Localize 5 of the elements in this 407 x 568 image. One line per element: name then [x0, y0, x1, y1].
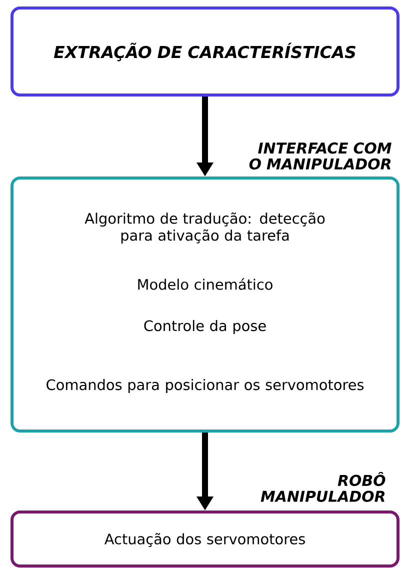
process-box: Algoritmo de tradução: detecção para ativação da tarefa Modelo cinemático Controle da pose Comandos para posicionar os servomotores [10, 176, 400, 432]
process-box: Actuação dos servomotores [10, 510, 400, 568]
edge-label: ROBÔ MANIPULADOR [260, 472, 386, 502]
process-box: EXTRAÇÃO DE CARACTERÍSTICAS [10, 6, 400, 96]
edge-label: INTERFACE COM O MANIPULADOR [249, 142, 392, 170]
